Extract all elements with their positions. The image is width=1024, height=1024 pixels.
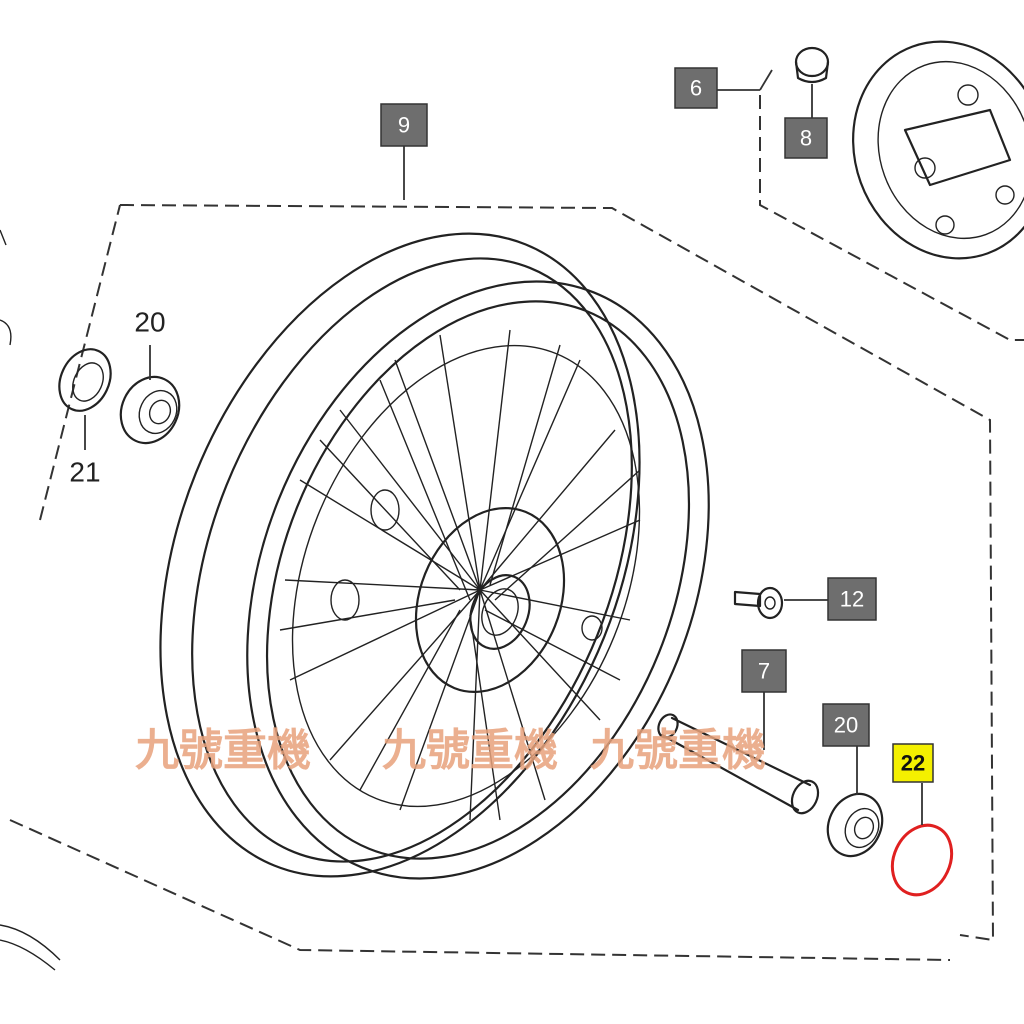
wheel <box>159 232 710 880</box>
bearing-right <box>826 792 884 858</box>
callout-9: 9 <box>380 103 428 147</box>
o-ring <box>890 823 954 897</box>
svg-text:12: 12 <box>840 587 864 612</box>
svg-text:九號重機: 九號重機 <box>382 725 558 776</box>
bearing-left <box>119 375 181 445</box>
watermark: 九號重機 九號重機 九號重機 <box>135 725 766 776</box>
svg-text:九號重機: 九號重機 <box>135 725 311 776</box>
callout-21: 21 <box>69 457 100 488</box>
callout-20-right: 20 <box>822 703 870 747</box>
svg-text:9: 9 <box>398 113 410 138</box>
svg-text:8: 8 <box>800 126 812 151</box>
callout-12: 12 <box>827 577 877 621</box>
callout-6: 6 <box>674 67 718 109</box>
svg-text:6: 6 <box>690 76 702 101</box>
callout-8: 8 <box>784 117 828 159</box>
leader-lines <box>84 69 923 825</box>
svg-text:22: 22 <box>901 751 925 776</box>
axle-collar <box>657 713 820 815</box>
hub-assembly-outline <box>759 95 1024 341</box>
oil-seal-left <box>58 348 112 412</box>
svg-text:7: 7 <box>758 659 770 684</box>
assembly-outline <box>9 204 995 961</box>
bolt <box>733 586 784 620</box>
partial-part-left <box>0 229 12 346</box>
partial-cable-left <box>0 924 61 971</box>
callout-7: 7 <box>741 649 787 693</box>
svg-text:20: 20 <box>834 713 858 738</box>
hub-assembly <box>852 40 1024 260</box>
svg-text:九號重機: 九號重機 <box>590 725 766 776</box>
callout-20-left: 20 <box>134 307 165 338</box>
hub-nut <box>794 46 830 84</box>
callout-22: 22 <box>892 743 934 783</box>
